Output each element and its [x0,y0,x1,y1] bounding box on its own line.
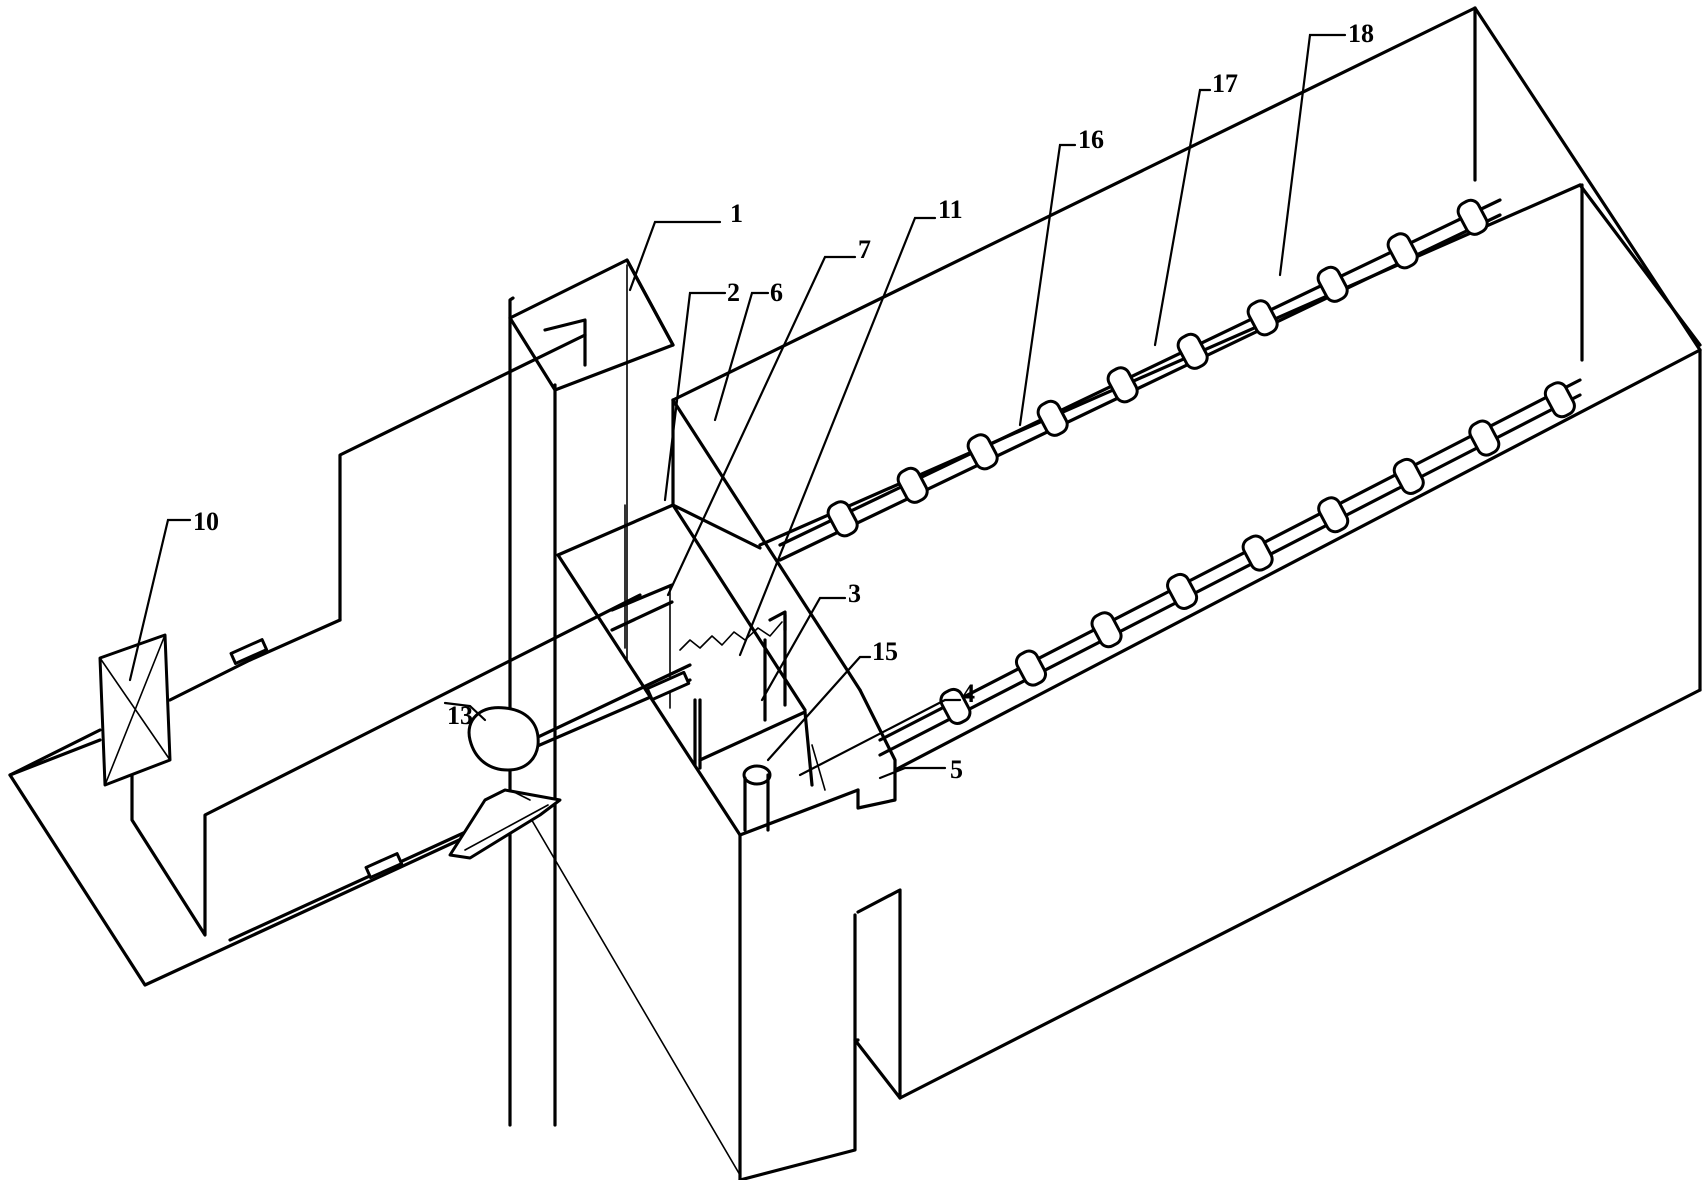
label-5: 5 [950,755,963,784]
instrument-box-10 [98,633,172,787]
back-nozzle-3 [966,433,999,471]
label-15: 15 [872,637,898,666]
label-1: 1 [730,199,743,228]
back-nozzle-7 [1246,299,1279,337]
label-6: 6 [770,278,783,307]
label-18: 18 [1348,19,1374,48]
back-nozzle-4 [1036,399,1069,437]
column-1 [508,258,675,1127]
label-7: 7 [858,235,871,264]
front-nozzle-4 [1166,572,1199,610]
front-nozzle-pipe [878,378,1582,757]
nozzles-back [826,198,1489,538]
label-17: 17 [1212,69,1238,98]
label-10: 10 [193,507,219,536]
back-nozzle-2 [896,466,929,504]
front-nozzle-5 [1241,534,1274,572]
valve-inner [645,670,691,702]
back-nozzle-10 [1456,198,1489,236]
valve-upper [229,638,269,665]
nozzles-front [939,381,1576,725]
front-chamber-box [556,398,897,837]
label-16: 16 [1078,125,1104,154]
label-13: 13 [447,701,473,730]
front-nozzle-8 [1468,419,1501,457]
front-nozzle-6 [1317,496,1350,534]
front-nozzle-2 [1014,649,1048,687]
front-nozzle-3 [1090,611,1123,649]
label-4: 4 [962,679,975,708]
front-nozzle-9 [1543,381,1576,419]
back-nozzle-6 [1176,332,1209,370]
back-nozzle-8 [1316,265,1349,303]
label-11: 11 [938,195,963,224]
label-2: 2 [727,278,740,307]
callouts: 1 2 6 7 11 3 15 4 5 10 13 16 17 18 [128,19,1374,784]
front-nozzle-7 [1392,457,1425,495]
pump-13 [448,706,562,860]
back-nozzle-1 [826,500,859,538]
label-3: 3 [848,579,861,608]
valve-lower [364,852,404,879]
back-nozzle-9 [1386,232,1419,270]
front-nozzle-1 [939,687,972,725]
tank-body [671,6,1702,1180]
back-nozzle-5 [1106,366,1139,404]
